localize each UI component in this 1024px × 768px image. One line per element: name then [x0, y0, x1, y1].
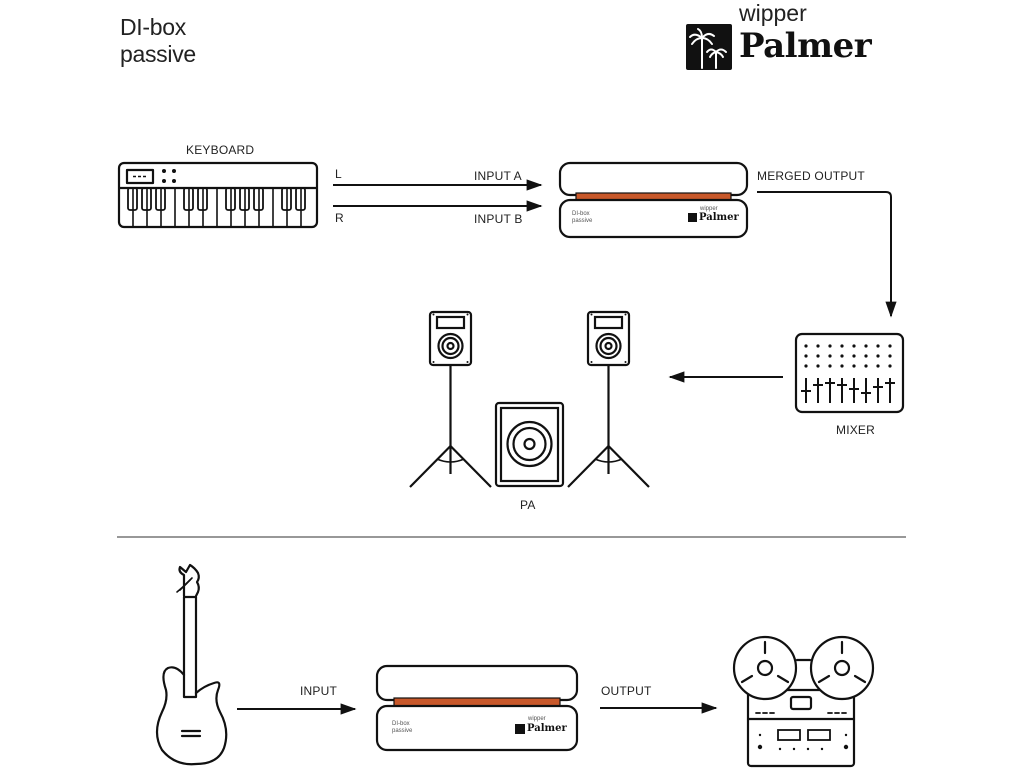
palm-tree-logo-icon — [515, 724, 525, 734]
input-a-label: INPUT A — [474, 169, 522, 183]
mixer-knob-dot — [804, 354, 808, 358]
channel-l-label: L — [335, 167, 342, 181]
page-title-line1: DI-box — [120, 14, 186, 40]
arrow-merged-output — [757, 191, 897, 318]
mixer-knob-dot — [804, 364, 808, 368]
output-label: OUTPUT — [601, 684, 652, 698]
mixer-knob-dot — [888, 364, 892, 368]
reel-to-reel-recorder-icon — [732, 635, 875, 768]
brand-logo: wipper Palmer — [684, 0, 914, 72]
mixer-knob-dot — [816, 364, 820, 368]
palm-tree-logo-icon — [686, 24, 732, 70]
mixer-knob-dot — [804, 344, 808, 348]
mixer-knob-dot — [816, 354, 820, 358]
palm-tree-logo-icon — [688, 213, 697, 222]
mixer-knob-dot — [828, 354, 832, 358]
merged-output-label: MERGED OUTPUT — [757, 169, 865, 183]
mixer-icon — [794, 332, 905, 414]
mixer-knob-dot — [840, 344, 844, 348]
mixer-knob-dot — [876, 344, 880, 348]
mixer-knob-dot — [840, 354, 844, 358]
mixer-knob-dot — [816, 344, 820, 348]
mixer-knob-dot — [828, 344, 832, 348]
mixer-knob-dot — [852, 344, 856, 348]
di-box-bottom-title-line1: DI-box — [392, 721, 410, 727]
subwoofer-icon — [494, 401, 565, 488]
mixer-label: MIXER — [836, 423, 876, 437]
di-box-bottom-brand-small: wipper — [528, 716, 546, 722]
mixer-knob-dot — [888, 344, 892, 348]
channel-r-label: R — [335, 211, 344, 225]
mixer-knob-dot — [840, 364, 844, 368]
page-title-line2: passive — [120, 41, 196, 67]
mixer-knob-dot — [888, 354, 892, 358]
di-box-bottom-title: DI-box passive — [392, 721, 412, 735]
keyboard-label: KEYBOARD — [186, 143, 255, 157]
input-b-label: INPUT B — [474, 212, 523, 226]
mixer-knob-dot — [852, 354, 856, 358]
di-box-bottom-icon — [375, 664, 579, 752]
speaker-left-icon — [409, 310, 492, 488]
mixer-knob-dot — [876, 364, 880, 368]
di-box-top-brand-small: wipper — [700, 206, 718, 212]
di-box-top-icon — [558, 161, 749, 239]
keyboard-icon — [117, 161, 319, 229]
mixer-knob-dot — [876, 354, 880, 358]
mixer-knob-dot — [864, 354, 868, 358]
di-box-top-title-line2: passive — [572, 218, 593, 224]
brand-large: Palmer — [739, 26, 872, 66]
di-box-bottom-title-line2: passive — [392, 728, 413, 734]
di-box-top-brand: wipper Palmer — [688, 206, 739, 226]
mixer-knob-dot — [852, 364, 856, 368]
di-box-top-title-line1: DI-box — [572, 211, 590, 217]
mixer-knob-dot — [864, 344, 868, 348]
pa-label: PA — [520, 498, 536, 512]
input-label: INPUT — [300, 684, 337, 698]
di-box-top-title: DI-box passive — [572, 211, 592, 225]
bass-guitar-icon — [155, 563, 228, 766]
page-title: DI-box passive — [120, 14, 196, 68]
di-box-bottom-brand-large: Palmer — [527, 723, 567, 734]
di-box-bottom-brand: wipper Palmer — [515, 716, 571, 738]
mixer-knob-dot — [864, 364, 868, 368]
speaker-right-icon — [567, 310, 650, 488]
mixer-knob-dot — [828, 364, 832, 368]
di-box-top-brand-large: Palmer — [699, 212, 739, 223]
brand-small: wipper — [739, 0, 807, 26]
